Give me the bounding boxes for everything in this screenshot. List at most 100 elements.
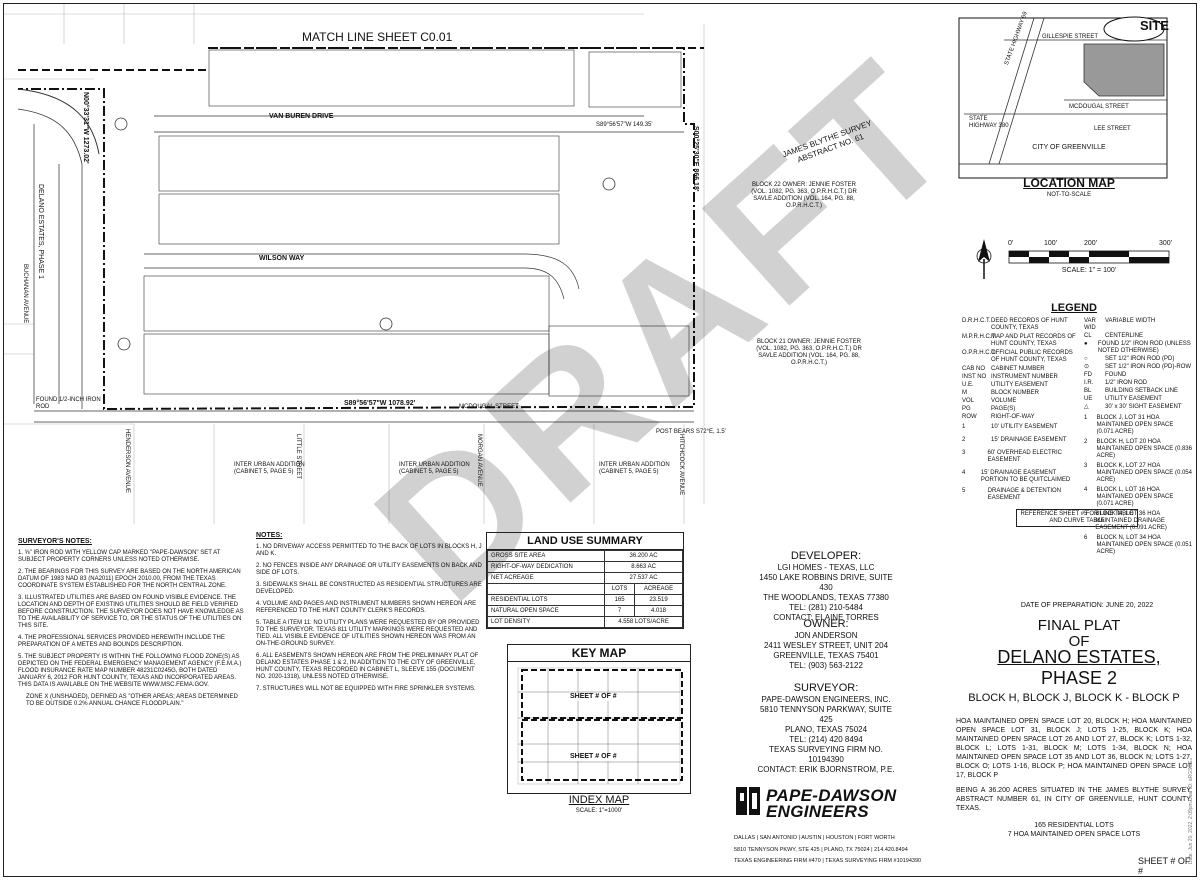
surveyor-line: PLANO, TEXAS 75024: [784, 725, 868, 734]
owner-title: OWNER:: [803, 618, 849, 630]
loc-street-lee: LEE STREET: [1094, 126, 1131, 132]
note: 4. VOLUME AND PAGES AND INSTRUMENT NUMBE…: [256, 601, 477, 614]
title-of: OF: [1068, 633, 1090, 650]
legend-abbr: 1: [962, 424, 966, 430]
note: 5. TABLE A ITEM 11: NO UTILITY PLANS WER…: [256, 620, 480, 647]
legend-text: BLOCK J, LOT 31 HOA MAINTAINED OPEN SPAC…: [1096, 415, 1174, 435]
legend-abbr: ⊙: [1084, 364, 1090, 370]
loc-street-gillespie: GILLESPIE STREET: [1042, 34, 1099, 40]
key-map-graphic: [517, 667, 683, 785]
legend-text: 30' x 30' SIGHT EASEMENT: [1105, 404, 1182, 410]
scale-tick-300: 300': [1159, 240, 1173, 247]
legend-abbr: M: [962, 390, 967, 396]
location-map-subtitle: NOT-TO-SCALE: [1046, 192, 1092, 198]
legend-text: UTILITY EASEMENT: [991, 382, 1048, 388]
owner-line: GREENVILLE, TEXAS 75401: [773, 651, 879, 660]
note: 3. SIDEWALKS SHALL BE CONSTRUCTED AS RES…: [256, 582, 482, 595]
bearing-west: N00°33'31"W 1273.02': [82, 92, 89, 164]
legend-abbr: VAR WID: [1084, 318, 1096, 331]
cell: 23.519: [634, 594, 683, 606]
cell: 27.537 AC: [604, 572, 683, 584]
block-markers: [114, 117, 616, 351]
legend-text: PAGE(S): [991, 406, 1016, 412]
legend-text: UTILITY EASEMENT: [1105, 396, 1162, 402]
legend-abbr: ●: [1084, 341, 1088, 347]
location-map-title: LOCATION MAP: [1023, 176, 1115, 190]
cell: NATURAL OPEN SPACE: [486, 605, 606, 617]
surveyor-line: 5810 TENNYSON PARKWAY, SUITE 425: [759, 705, 893, 724]
date-of-preparation: DATE OF PREPARATION: JUNE 20, 2022: [1020, 602, 1154, 609]
plat-drawing: [4, 4, 1170, 524]
cell: RESIDENTIAL LOTS: [486, 594, 606, 606]
title-acres: BEING A 36.200 ACRES SITUATED IN THE JAM…: [956, 787, 1192, 812]
note: 7. STRUCTURES WILL NOT BE EQUIPPED WITH …: [256, 686, 476, 692]
legend-abbr: 3: [1084, 463, 1088, 469]
firm-registration: TEXAS ENGINEERING FIRM #470 | TEXAS SURV…: [734, 858, 922, 864]
title-phase: PHASE 2: [1040, 668, 1118, 688]
legend-text: VARIABLE WIDTH: [1105, 318, 1156, 324]
legend-text: 1/2" IRON ROD: [1105, 380, 1148, 386]
key-map-title: KEY MAP: [508, 645, 690, 662]
legend-abbr: CAB NO: [962, 366, 986, 372]
legend-text: VOLUME: [991, 398, 1017, 404]
cell: 4.018: [634, 605, 683, 617]
scale-tick-100: 100': [1044, 240, 1058, 247]
addition-label-3: INTER URBAN ADDITION (CABINET 5, PAGE 5): [599, 462, 670, 475]
legend-abbr: 4: [962, 470, 966, 476]
legend-text: SET 1/2" IRON ROD (PD)-ROW: [1105, 364, 1192, 370]
legend-text: CENTERLINE: [1105, 333, 1144, 339]
street-henderson: HENDERSON AVENUE: [124, 429, 130, 493]
legend-text: 60' OVERHEAD ELECTRIC EASEMENT: [987, 450, 1063, 463]
loc-city: CITY OF GREENVILLE: [1032, 144, 1106, 151]
legend-text: BLOCK N, LOT 34 HOA MAINTAINED OPEN SPAC…: [1096, 535, 1192, 555]
legend-text: 15' DRAINAGE EASEMENT PORTION TO BE QUIT…: [980, 470, 1071, 483]
legend-abbr: 3: [962, 450, 966, 456]
scale-label: SCALE: 1" = 100': [1061, 267, 1117, 274]
developer-title: DEVELOPER:: [790, 550, 862, 562]
legend-title: LEGEND: [1051, 302, 1097, 314]
phase1-label: DELANO ESTATES, PHASE 1: [37, 184, 44, 280]
note: 2. NO FENCES INSIDE ANY DRAINAGE OR UTIL…: [256, 563, 482, 576]
legend-text: INSTRUMENT NUMBER: [991, 374, 1058, 380]
legend-text: BLOCK M, LOT 36 HOA MAINTAINED DRAINAGE …: [1095, 511, 1167, 531]
surveyor-line: PAPE-DAWSON ENGINEERS, INC.: [761, 695, 891, 704]
bearing-east: S00°25'30"E 866.18': [692, 126, 699, 192]
legend-abbr: 5: [1084, 511, 1088, 517]
owner-line: JON ANDERSON: [794, 631, 858, 640]
cell: LOT DENSITY: [486, 616, 606, 628]
legend-abbr: FD: [1084, 372, 1092, 378]
surveyor-line: TEL: (214) 420 8494: [789, 735, 863, 744]
legend-text: 15' DRAINAGE EASEMENT: [991, 437, 1067, 443]
developer-line: THE WOODLANDS, TEXAS 77380: [763, 593, 889, 602]
site-label: SITE: [1140, 18, 1169, 33]
cell: NET ACREAGE: [486, 572, 606, 584]
note: 1. NO DRIVEWAY ACCESS PERMITTED TO THE B…: [256, 544, 482, 557]
cell: [486, 583, 606, 595]
legend-text: BUILDING SETBACK LINE: [1105, 388, 1179, 394]
surveyor-block: SURVEYOR: PAPE-DAWSON ENGINEERS, INC. 58…: [756, 682, 896, 775]
firm-name-line2: ENGINEERS: [766, 802, 869, 821]
street-buchanan: BUCHANAN AVENUE: [22, 264, 28, 324]
legend-text: BLOCK L, LOT 16 HOA MAINTAINED OPEN SPAC…: [1096, 487, 1174, 507]
north-arrow: [976, 239, 992, 279]
cell: 36.200 AC: [604, 550, 683, 562]
legend-abbr: 6: [1084, 535, 1088, 541]
surveyor-note: 5. THE SUBJECT PROPERTY IS WITHIN THE FO…: [18, 654, 242, 688]
legend-abbr: ROW: [962, 414, 977, 420]
site-area: [1083, 43, 1165, 97]
legend-abbr: 4: [1084, 487, 1088, 493]
legend-text: RIGHT-OF-WAY: [991, 414, 1035, 420]
key-map-sheet-label-2: SHEET # OF #: [568, 753, 619, 761]
side-stamp: Date: Jun 20, 2022, 2:09pm User ID: aRGS…: [1188, 760, 1194, 864]
legend-left-list: D.R.H.C.T.DEED RECORDS OF HUNT COUNTY, T…: [962, 318, 1082, 502]
index-map-title: INDEX MAP: [568, 794, 630, 806]
firm-cities: DALLAS | SAN ANTONIO | AUSTIN | HOUSTON …: [734, 835, 895, 841]
lots-middle-blocks: [143, 135, 690, 397]
legend-abbr: △: [1084, 404, 1089, 410]
